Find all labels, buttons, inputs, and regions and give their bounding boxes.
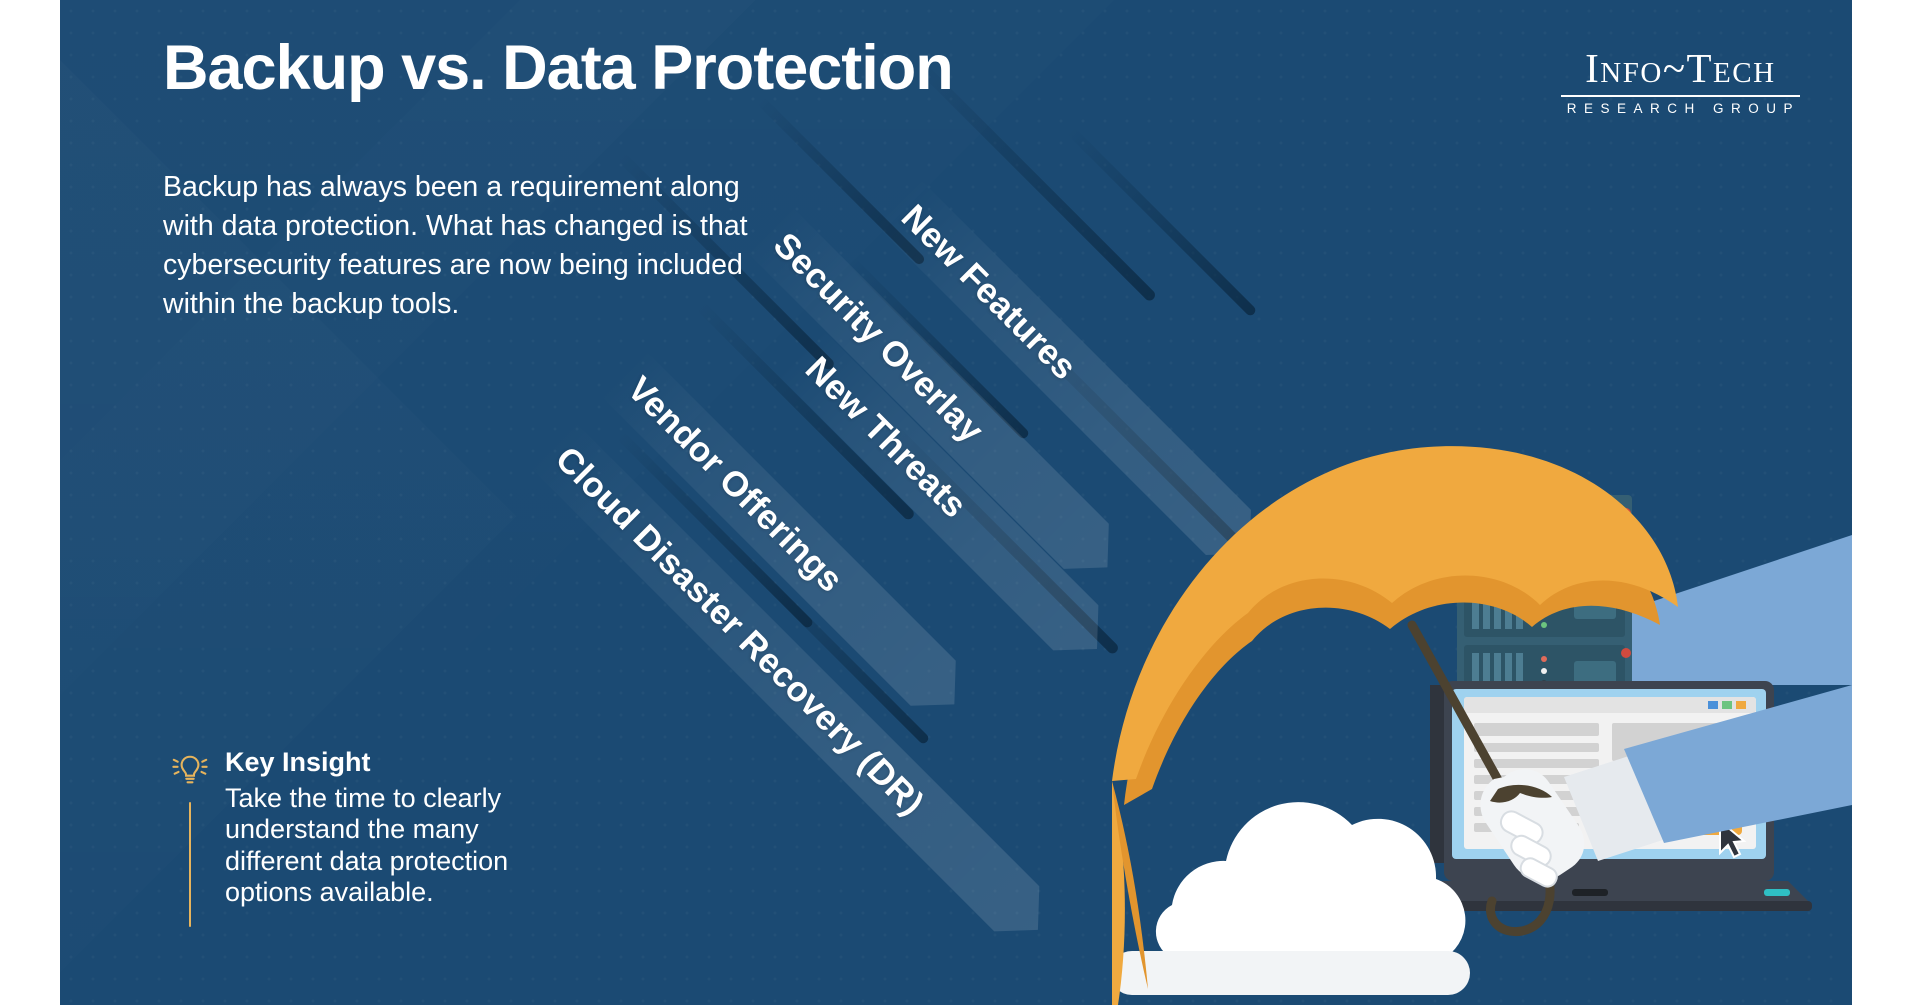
page-title: Backup vs. Data Protection	[163, 33, 954, 103]
lightbulb-icon	[172, 755, 208, 784]
logo-rule	[1560, 95, 1800, 97]
logo-tagline: RESEARCH GROUP	[1566, 100, 1800, 116]
slide-panel: New Features Security Overlay New Threat…	[60, 0, 1852, 1005]
illustration-umbrella-data-protection	[1112, 385, 1852, 1005]
key-insight-text: Key Insight Take the time to clearly und…	[221, 747, 555, 909]
hand	[1480, 685, 1852, 888]
key-insight-accent-line	[188, 802, 192, 927]
logo-wordmark: Info~Tech	[1585, 45, 1776, 91]
key-insight-body: Take the time to clearly understand the …	[225, 782, 509, 908]
key-insight-icon-column	[159, 748, 221, 927]
key-insight-title: Key Insight	[225, 747, 371, 777]
umbrella	[1112, 446, 1678, 1005]
intro-paragraph: Backup has always been a requirement alo…	[163, 171, 748, 320]
key-insight-block: Key Insight Take the time to clearly und…	[159, 747, 679, 927]
cloud	[1112, 802, 1470, 995]
info-tech-logo: Info~Tech RESEARCH GROUP	[1560, 45, 1800, 116]
sleeve-arm	[1582, 535, 1852, 685]
